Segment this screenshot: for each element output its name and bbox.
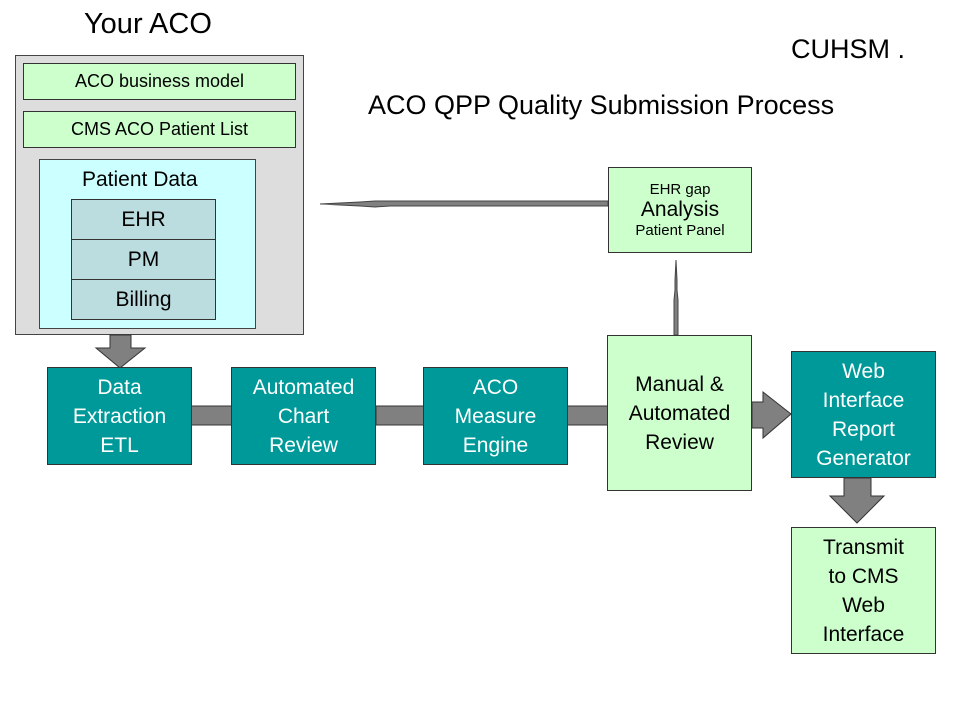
step-line: Automated: [252, 375, 355, 399]
connector-engine-review: [566, 405, 609, 426]
page-title: ACO QPP Quality Submission Process: [368, 90, 835, 120]
source-ehr: EHR: [71, 199, 216, 240]
step-line: Measure: [454, 404, 537, 428]
arrow-review-to-gap: [673, 259, 679, 336]
gap-analysis-line3: Patient Panel: [635, 222, 725, 239]
arrow-web-to-transmit: [828, 477, 886, 524]
step-line: Extraction: [72, 404, 167, 428]
step-report-generator: Web Interface Report Generator: [791, 351, 936, 478]
source-ehr-label: EHR: [121, 208, 166, 231]
patient-list-label: CMS ACO Patient List: [70, 119, 249, 139]
step-line: Review: [269, 433, 338, 457]
source-billing-label: Billing: [115, 288, 172, 311]
step-line: Automated: [628, 402, 731, 425]
step-line: Interface: [822, 622, 905, 646]
source-billing: Billing: [71, 279, 216, 320]
step-transmit-to-cms: Transmit to CMS Web Interface: [791, 527, 936, 654]
arrow-gap-to-patient-data: [319, 200, 609, 208]
business-model-box: ACO business model: [23, 63, 296, 100]
step-line: Manual &: [635, 373, 724, 396]
step-line: Generator: [816, 446, 911, 470]
step-manual-automated-review: Manual & Automated Review: [607, 335, 752, 491]
step-line: Transmit: [823, 535, 904, 559]
step-line: ETL: [100, 433, 139, 457]
step-line: ACO: [472, 375, 519, 399]
step-line: Web: [842, 593, 885, 617]
patient-list-box: CMS ACO Patient List: [23, 111, 296, 148]
business-model-label: ACO business model: [74, 71, 245, 91]
step-line: Report: [831, 417, 896, 441]
connector-chart-engine: [375, 405, 425, 426]
source-pm-label: PM: [127, 248, 160, 271]
step-line: to CMS: [828, 564, 899, 588]
step-line: Interface: [822, 388, 905, 412]
step-measure-engine: ACO Measure Engine: [423, 367, 568, 465]
connector-etl-chart: [190, 405, 233, 426]
step-line: Chart: [277, 404, 330, 428]
arrow-review-to-web: [751, 390, 792, 440]
gap-analysis-box: EHR gap Analysis Patient Panel: [608, 167, 752, 253]
step-automated-chart-review: Automated Chart Review: [231, 367, 376, 465]
patient-data-label: Patient Data: [82, 168, 198, 191]
step-line: Data: [97, 375, 142, 399]
step-data-extraction: Data Extraction ETL: [47, 367, 192, 465]
gap-analysis-line1: EHR gap: [649, 181, 711, 198]
org-label: CUHSM .: [791, 34, 905, 64]
step-line: Review: [645, 431, 714, 454]
gap-analysis-line2: Analysis: [640, 198, 720, 221]
arrow-panel-to-etl: [94, 334, 147, 369]
step-line: Web: [842, 359, 885, 383]
step-line: Engine: [462, 433, 529, 457]
panel-title: Your ACO: [84, 8, 212, 40]
